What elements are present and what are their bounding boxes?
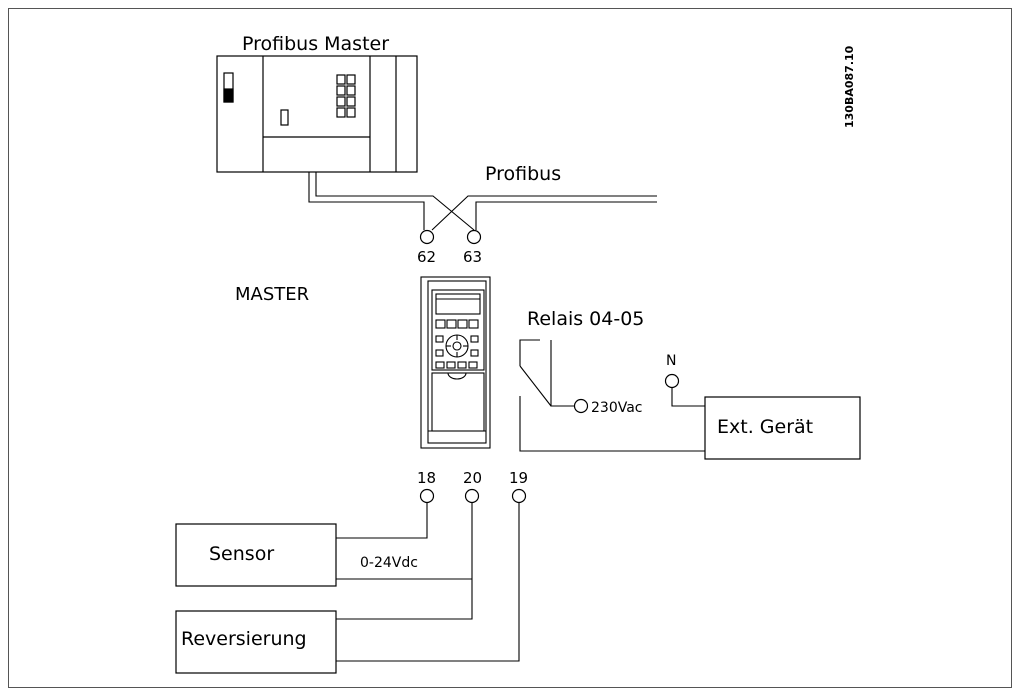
frequency-converter	[420, 276, 491, 449]
terminal-63-label: 63	[463, 248, 482, 266]
input-wiring	[336, 503, 520, 662]
terminal-19-label: 19	[509, 469, 528, 487]
terminal-62	[419, 229, 435, 245]
terminal-62-label: 62	[417, 248, 436, 266]
terminal-20-label: 20	[463, 469, 482, 487]
reversal-box	[175, 610, 337, 674]
diagram-frame	[8, 8, 1012, 688]
neutral-label: N	[666, 353, 676, 369]
terminal-20	[464, 488, 480, 504]
sensor-box	[175, 523, 337, 587]
profibus-cable	[308, 172, 657, 231]
profibus-master-label: Profibus Master	[242, 33, 389, 55]
terminal-circles-bus	[419, 229, 482, 245]
ext-device-label: Ext. Gerät	[717, 416, 813, 438]
terminal-neutral	[664, 373, 680, 389]
profibus-label: Profibus	[485, 163, 561, 185]
terminal-18-label: 18	[417, 469, 436, 487]
master-label: MASTER	[235, 284, 309, 305]
terminal-19	[511, 488, 527, 504]
sensor-label: Sensor	[209, 543, 274, 565]
plc-led-grid	[336, 74, 356, 118]
reversal-label: Reversierung	[181, 628, 307, 650]
terminal-63	[466, 229, 482, 245]
relay-contacts	[519, 339, 705, 452]
ext-device-box	[704, 396, 861, 460]
profibus-master-plc	[216, 55, 418, 173]
relais-label: Relais 04-05	[527, 308, 644, 330]
voltage-24-label: 0-24Vdc	[360, 555, 418, 571]
terminal-circles-inputs	[419, 488, 527, 504]
terminal-230vac	[573, 398, 589, 414]
drawing-id: 130BA087.10	[843, 45, 856, 128]
voltage-230-label: 230Vac	[591, 400, 643, 416]
terminal-18	[419, 488, 435, 504]
